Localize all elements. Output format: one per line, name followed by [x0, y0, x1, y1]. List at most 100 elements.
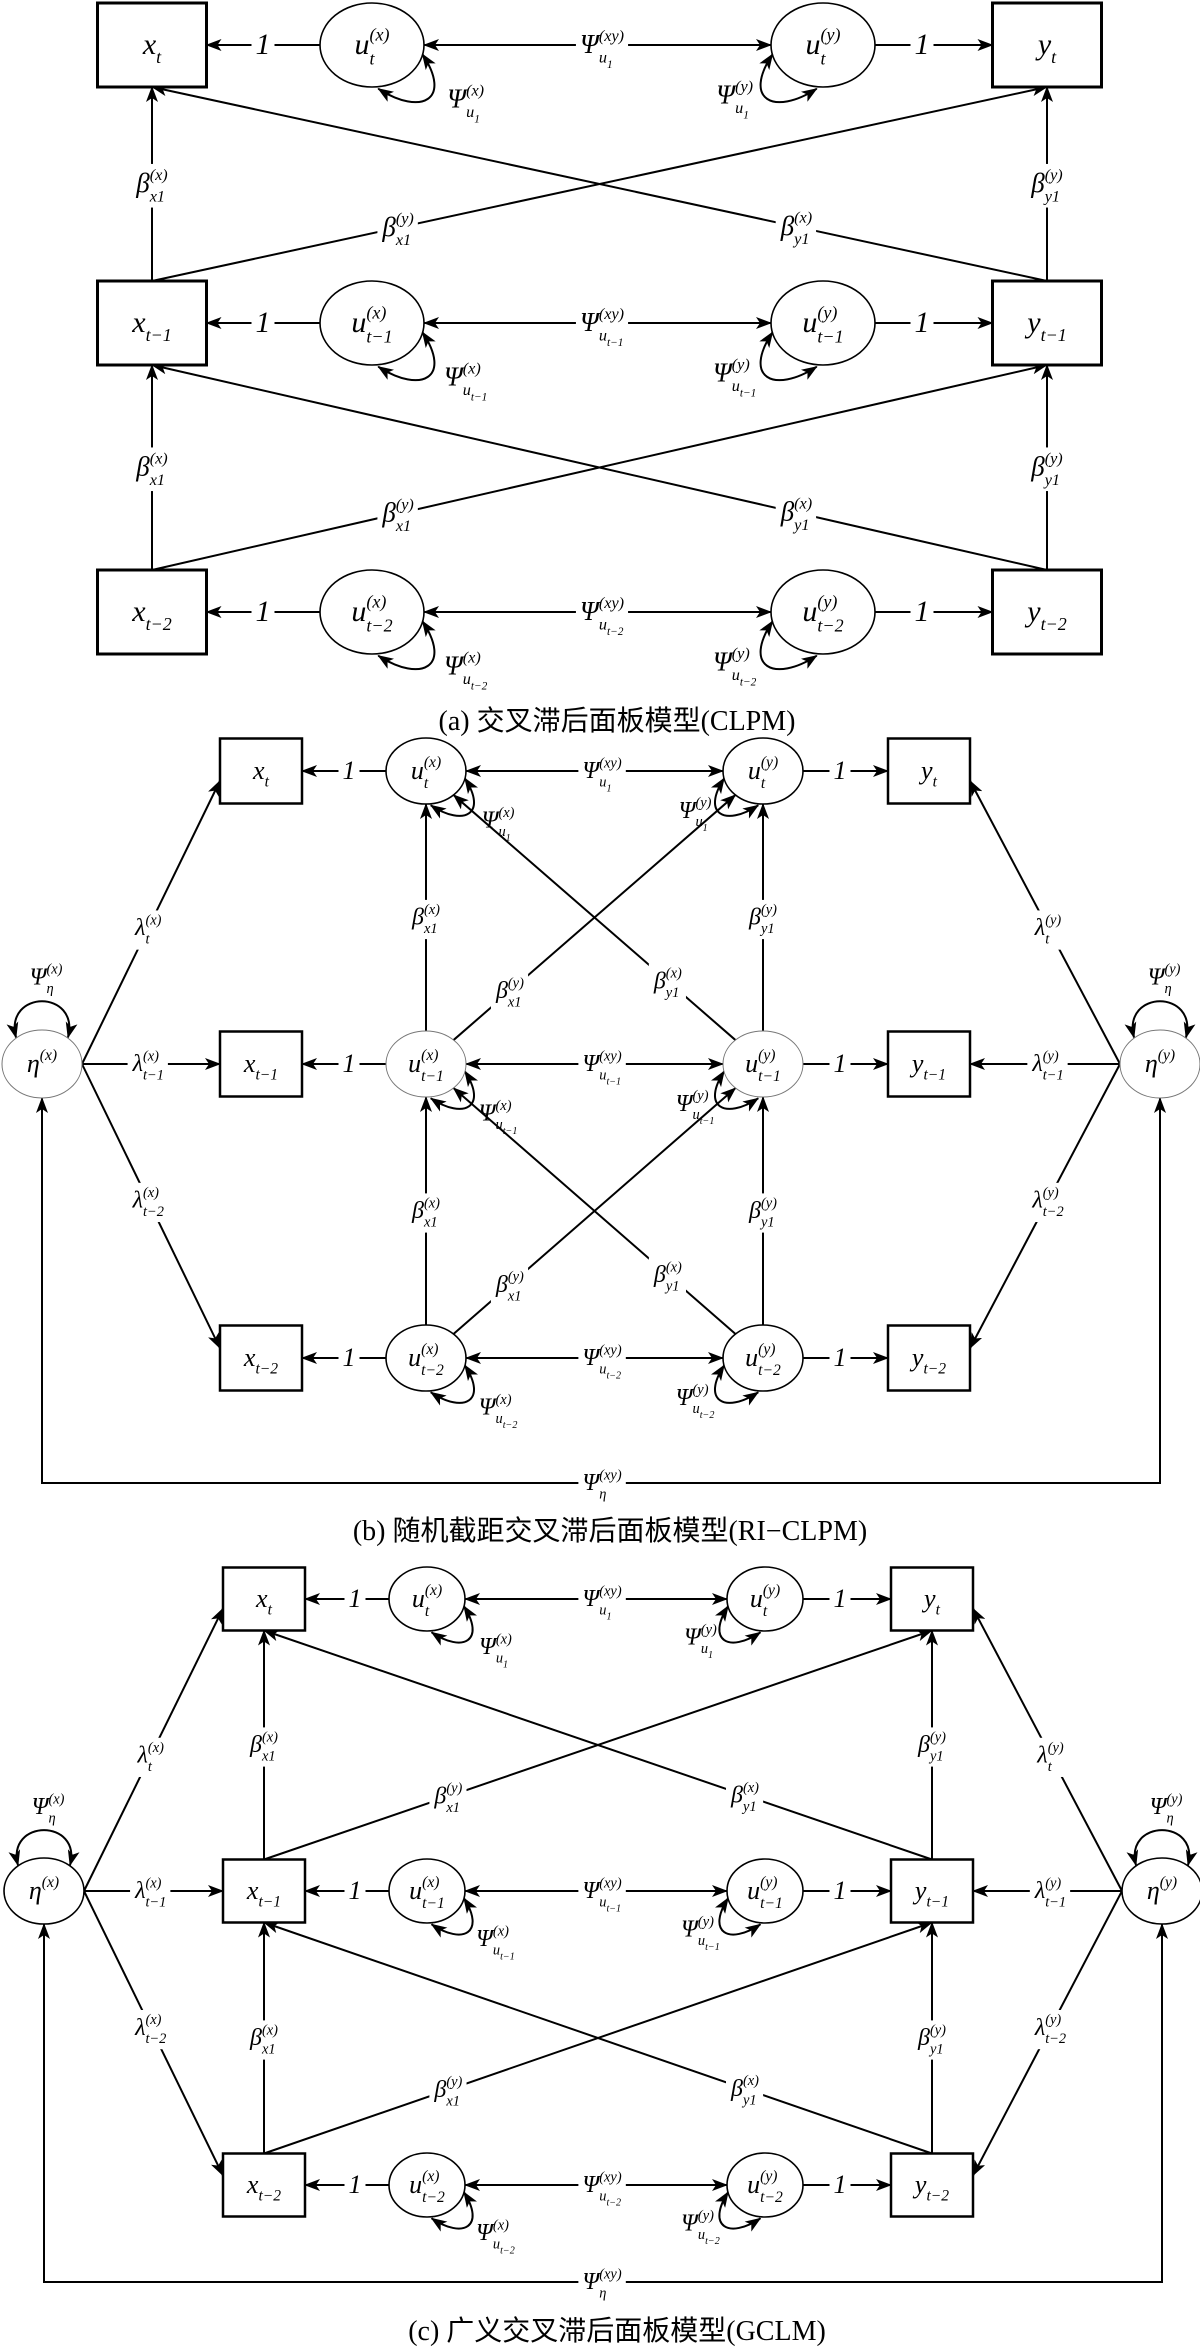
- ux-node-label-base: u: [351, 595, 366, 628]
- residual-x-variance-label-sub: u: [493, 1943, 500, 1959]
- autoregressive-x-label-base: β: [249, 1732, 262, 1758]
- svg-text:λ(y)t: λ(y)t: [1034, 912, 1062, 947]
- svg-text:Ψ(xy)ut−1: Ψ(xy)ut−1: [580, 305, 624, 349]
- cross-lag-x-to-y-label-sup: (y): [396, 496, 414, 514]
- residual-covariance-label-base: Ψ: [582, 2172, 601, 2198]
- svg-text:Ψ(xy)η: Ψ(xy)η: [582, 2266, 621, 2301]
- autoregressive-y-label-sup: (y): [930, 1729, 946, 1745]
- factor-loading-y-label-sub: t−2: [1045, 2031, 1066, 2047]
- svg-text:1: 1: [915, 306, 930, 339]
- x-node-label-sub: t−2: [146, 614, 172, 634]
- svg-text:1: 1: [834, 1584, 847, 1613]
- residual-covariance-label-sub: u: [599, 775, 606, 791]
- svg-text:β(x)x1: β(x)x1: [411, 1195, 440, 1230]
- loading-label-base: 1: [834, 2170, 847, 2199]
- random-intercept-x-node: [3, 1857, 85, 1925]
- svg-text:β(x)x1: β(x)x1: [135, 449, 167, 489]
- loading-label-base: 1: [256, 28, 271, 61]
- residual-x-variance-label-sub2: t−2: [503, 1420, 518, 1431]
- cross-lag-y-to-x-arrow: [151, 84, 1048, 282]
- random-intercept-y-variance-label-base: Ψ: [1150, 1794, 1169, 1820]
- svg-text:λ(y)t: λ(y)t: [1036, 1740, 1064, 1775]
- x-node-label: xt−2: [243, 1343, 278, 1378]
- residual-x-variance-label-base: Ψ: [444, 362, 466, 392]
- ux-node-label: u(x)t: [355, 25, 390, 69]
- residual-y-variance-label-base: Ψ: [676, 1385, 695, 1411]
- autoregressive-x-label-sub: x1: [423, 921, 438, 937]
- observed-y-box: [886, 1324, 972, 1392]
- y-node-label-base: y: [921, 1584, 936, 1613]
- residual-x-variance-label-sub2: 1: [506, 833, 511, 844]
- residual-x-variance-label-sup: (x): [496, 1631, 512, 1647]
- cross-lag-y-to-x-label-sup: (x): [794, 209, 812, 227]
- cross-lag-x-to-y-label-sup: (y): [446, 2074, 462, 2090]
- autoregressive-x-label-base: β: [411, 905, 424, 931]
- cross-lag-x-to-y-label-sub: x1: [395, 231, 411, 249]
- uy-node-label: u(y)t: [750, 1582, 780, 1620]
- ux-node-label-sup: (x): [421, 1341, 438, 1358]
- loading-label-base: 1: [256, 595, 271, 628]
- x-node-label-base: x: [243, 1049, 256, 1078]
- autoregressive-y-label-sub: y1: [1043, 471, 1060, 489]
- svg-text:Ψ(x)u1: Ψ(x)u1: [482, 805, 515, 844]
- autoregressive-x-label: β(x)x1: [245, 2020, 283, 2060]
- cross-lag-x-to-y-label-gap: [377, 207, 418, 252]
- loading-label: 1: [910, 304, 934, 341]
- ux-node-label: u(x)t−1: [351, 303, 392, 347]
- loading-label: 1: [338, 753, 360, 787]
- svg-text:u(x)t−2: u(x)t−2: [409, 2168, 445, 2206]
- ux-node-label-base: u: [355, 28, 370, 61]
- autoregressive-x-label-gap: [407, 1193, 445, 1233]
- residual-y-variance-label: Ψ(y)ut−1: [676, 1088, 715, 1127]
- residual-y-variance-label-sub2: t−1: [740, 387, 756, 399]
- loading-label-gap: [829, 1340, 851, 1374]
- svg-text:β(y)x1: β(y)x1: [381, 210, 413, 250]
- svg-text:xt: xt: [252, 756, 270, 791]
- svg-text:β(y)x1: β(y)x1: [495, 1269, 524, 1304]
- residual-x-variance-label-base: Ψ: [479, 1395, 498, 1421]
- residual-x-variance-label-sub2: t−1: [503, 1126, 518, 1137]
- factor-loading-y-label-sub: t: [1045, 932, 1050, 948]
- x-node-label-sub: t−1: [255, 1067, 278, 1084]
- loading-label-gap: [910, 593, 934, 630]
- residual-covariance-label: Ψ(xy)ut−1: [578, 1046, 626, 1090]
- cross-lag-y-to-x-label-sub: y1: [792, 230, 809, 248]
- residual-covariance-label: Ψ(xy)u1: [578, 753, 626, 797]
- autoregressive-x-label-base: β: [135, 452, 150, 482]
- uy-node-label-sup: (y): [763, 1582, 780, 1599]
- uy-node-label-base: u: [750, 1584, 763, 1613]
- residual-y-variance-label-sub2: t−2: [740, 676, 757, 688]
- random-intercept-y-variance-label-sup: (y): [1164, 962, 1180, 978]
- residual-covariance-label: Ψ(xy)ut−2: [578, 2167, 626, 2211]
- loading-label-gap: [829, 753, 851, 787]
- residual-covariance-label-base: Ψ: [580, 307, 602, 337]
- observed-y-box: [991, 568, 1103, 656]
- autoregressive-x-label-sup: (x): [424, 1195, 440, 1211]
- ux-node-label-sub: t−2: [366, 616, 392, 636]
- svg-text:u(y)t−2: u(y)t−2: [802, 592, 843, 636]
- residual-y-variance-label-sub2: 1: [703, 823, 708, 834]
- svg-text:1: 1: [915, 595, 930, 628]
- uy-node-label-sup: (y): [760, 1874, 777, 1891]
- svg-text:Ψ(y)ut−1: Ψ(y)ut−1: [681, 1914, 720, 1953]
- residual-x-variance-loop: [429, 777, 479, 819]
- factor-loading-y-label-sup: (y): [1048, 1740, 1064, 1756]
- residual-covariance-label: Ψ(xy)u1: [578, 1581, 626, 1625]
- autoregressive-x-label-gap: [245, 1727, 283, 1767]
- residual-covariance-label-sup: (xy): [599, 1875, 622, 1891]
- ux-node-label-base: u: [409, 1876, 422, 1905]
- random-intercept-y-label: η(y): [1145, 1047, 1175, 1078]
- cross-lag-y-to-x-label-sub: y1: [792, 516, 809, 534]
- y-node-label-sub: t−2: [1041, 614, 1067, 634]
- autoregressive-y-label-sup: (y): [1045, 166, 1063, 184]
- cross-lag-x-to-y-label: β(y)x1: [377, 207, 418, 252]
- residual-x-variance-label: Ψ(x)u1: [447, 82, 484, 126]
- cross-lag-y-to-x-label-sub: y1: [741, 2092, 757, 2108]
- uy-node-label: u(y)t−2: [747, 2168, 783, 2206]
- svg-text:Ψ(x)ut−2: Ψ(x)ut−2: [479, 1392, 518, 1431]
- factor-loading-y-label-base: λ: [1034, 915, 1045, 941]
- factor-loading-x-label-gap: [130, 910, 166, 950]
- residual-x-variance-label: Ψ(x)ut−1: [479, 1098, 518, 1137]
- random-intercept-x-variance-label-sub: η: [48, 1810, 55, 1826]
- residual-y-variance-loop: [759, 53, 818, 104]
